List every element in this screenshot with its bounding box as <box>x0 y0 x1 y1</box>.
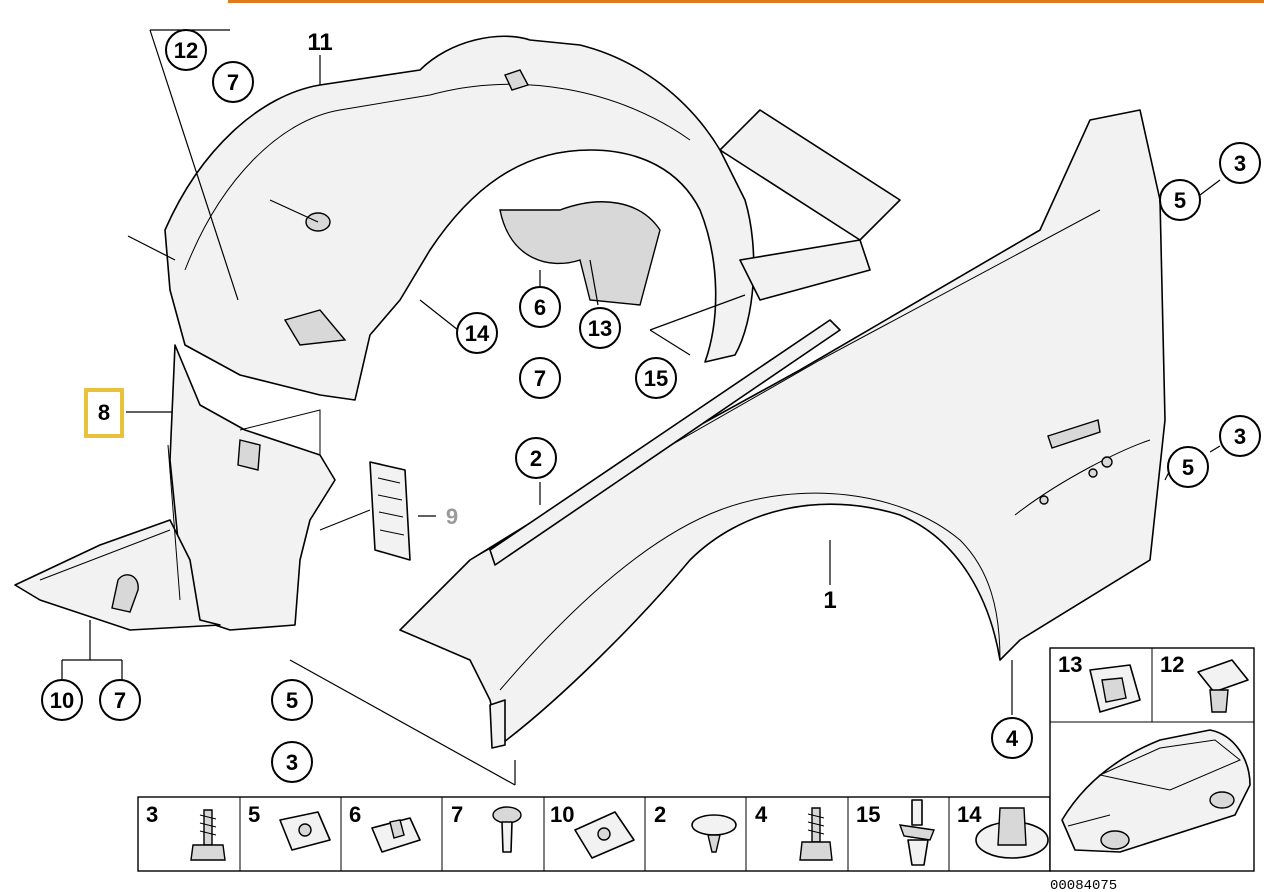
callout-9[interactable]: 9 <box>446 504 458 529</box>
fastener-cell-pin-15[interactable]: 15 <box>856 799 935 866</box>
fastener-cell-nut-14[interactable]: 14 <box>957 802 1049 859</box>
svg-text:2: 2 <box>530 446 542 471</box>
clip-cell-12[interactable]: 12 <box>1160 652 1249 713</box>
callout-13[interactable]: 13 <box>579 307 621 349</box>
front-liner-drawing <box>14 344 336 631</box>
callout-11[interactable]: 11 <box>307 29 332 56</box>
callouts: 12 7 11 14 6 7 13 15 5 3 3 5 8 9 2 1 4 1… <box>41 29 1261 783</box>
svg-text:10: 10 <box>50 688 74 713</box>
svg-text:14: 14 <box>957 802 982 827</box>
fastener-cell-screw-7[interactable]: 7 <box>451 802 522 853</box>
callout-3-top[interactable]: 3 <box>1219 142 1261 184</box>
svg-text:1: 1 <box>823 587 836 614</box>
clip-panel: 13 12 <box>1049 647 1255 872</box>
svg-text:6: 6 <box>534 295 546 320</box>
svg-text:3: 3 <box>1234 151 1246 176</box>
fastener-cell-clip-10[interactable]: 10 <box>550 802 635 859</box>
callout-4[interactable]: 4 <box>991 717 1033 759</box>
fastener-cell-screw-3[interactable]: 3 <box>146 802 226 861</box>
fastener-cell-screw-4[interactable]: 4 <box>755 802 833 861</box>
callout-5-mid[interactable]: 5 <box>1167 446 1209 488</box>
fender-drawing <box>399 109 1166 749</box>
callout-5-top[interactable]: 5 <box>1159 179 1201 221</box>
callout-6[interactable]: 6 <box>519 286 561 328</box>
svg-text:10: 10 <box>550 802 574 827</box>
svg-text:7: 7 <box>114 688 126 713</box>
fastener-cell-clip-6[interactable]: 6 <box>349 802 421 853</box>
svg-text:11: 11 <box>307 29 332 56</box>
svg-text:5: 5 <box>1174 188 1186 213</box>
svg-text:15: 15 <box>644 366 668 391</box>
wheel-arch-liner-drawing <box>164 35 901 401</box>
diagram-id: 00084075 <box>1050 878 1117 892</box>
svg-text:7: 7 <box>227 70 239 95</box>
fastener-legend: 3 5 6 7 10 2 4 15 <box>137 796 1051 872</box>
callout-8[interactable]: 8 <box>84 388 124 438</box>
svg-text:14: 14 <box>465 321 490 346</box>
callout-14[interactable]: 14 <box>456 312 498 354</box>
callout-1[interactable]: 1 <box>823 587 836 614</box>
callout-7-b[interactable]: 7 <box>519 357 561 399</box>
svg-text:13: 13 <box>1058 652 1082 677</box>
svg-text:5: 5 <box>1182 455 1194 480</box>
callout-3-bottom[interactable]: 3 <box>271 741 313 783</box>
svg-text:12: 12 <box>1160 652 1184 677</box>
svg-text:12: 12 <box>174 38 198 63</box>
svg-text:7: 7 <box>534 366 546 391</box>
callout-7-c[interactable]: 7 <box>99 679 141 721</box>
callout-7[interactable]: 7 <box>212 61 254 103</box>
fastener-cell-clip-5[interactable]: 5 <box>248 802 331 851</box>
clip-cell-13[interactable]: 13 <box>1058 652 1141 713</box>
car-overview-icon <box>1061 729 1251 853</box>
svg-text:3: 3 <box>146 802 158 827</box>
callout-12[interactable]: 12 <box>165 29 207 71</box>
svg-text:8: 8 <box>98 400 110 425</box>
svg-text:7: 7 <box>451 802 463 827</box>
callout-10[interactable]: 10 <box>41 679 83 721</box>
callout-3-mid[interactable]: 3 <box>1219 415 1261 457</box>
svg-text:6: 6 <box>349 802 361 827</box>
svg-text:4: 4 <box>755 802 768 827</box>
svg-text:15: 15 <box>856 802 880 827</box>
svg-text:3: 3 <box>1234 424 1246 449</box>
svg-text:5: 5 <box>286 688 298 713</box>
svg-text:4: 4 <box>1006 726 1019 751</box>
svg-text:13: 13 <box>588 316 612 341</box>
vent-grille-drawing <box>319 461 411 561</box>
fastener-cell-rivet-2[interactable]: 2 <box>654 802 737 853</box>
svg-text:3: 3 <box>286 750 298 775</box>
callout-2[interactable]: 2 <box>515 437 557 479</box>
svg-text:2: 2 <box>654 802 666 827</box>
callout-15[interactable]: 15 <box>635 357 677 399</box>
callout-5-bottom[interactable]: 5 <box>271 679 313 721</box>
svg-text:9: 9 <box>446 504 458 529</box>
svg-text:5: 5 <box>248 802 260 827</box>
